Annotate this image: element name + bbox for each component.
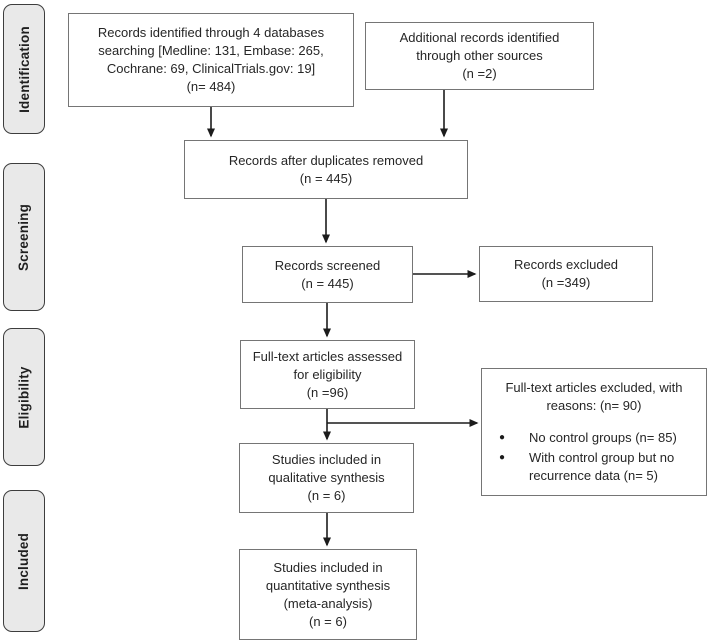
exclusion-reason-list: ● No control groups (n= 85) ● With contr… (482, 429, 706, 485)
box-fulltext-excluded: Full-text articles excluded, with reason… (481, 368, 707, 496)
box-quantitative-synthesis: Studies included in quantitative synthes… (239, 549, 417, 640)
stage-included-label: Included (16, 532, 32, 590)
stage-screening: Screening (3, 163, 45, 311)
box-database-records-text: Records identified through 4 databases s… (97, 25, 325, 94)
box-fulltext-excluded-heading: Full-text articles excluded, with reason… (505, 380, 683, 413)
box-after-duplicates: Records after duplicates removed (n = 44… (184, 140, 468, 199)
bullet-icon: ● (499, 452, 506, 463)
bullet-icon: ● (499, 432, 506, 443)
exclusion-reason-text: No control groups (n= 85) (529, 430, 677, 445)
exclusion-reason-text: With control group but no recurrence dat… (529, 450, 675, 483)
exclusion-reason-item: ● No control groups (n= 85) (482, 429, 706, 447)
box-additional-records-text: Additional records identified through ot… (399, 30, 560, 81)
box-quantitative-synthesis-text: Studies included in quantitative synthes… (265, 559, 391, 629)
box-qualitative-synthesis-text: Studies included in qualitative synthesi… (268, 452, 385, 503)
box-database-records: Records identified through 4 databases s… (68, 13, 354, 107)
box-after-duplicates-text: Records after duplicates removed (n = 44… (228, 152, 424, 186)
box-fulltext-assessed: Full-text articles assessed for eligibil… (240, 340, 415, 409)
stage-identification-label: Identification (16, 25, 32, 113)
stage-screening-label: Screening (16, 203, 32, 271)
box-records-excluded-text: Records excluded (n =349) (513, 257, 619, 290)
box-fulltext-assessed-text: Full-text articles assessed for eligibil… (252, 348, 403, 400)
stage-included: Included (3, 490, 45, 632)
stage-eligibility-label: Eligibility (16, 365, 32, 429)
stage-identification: Identification (3, 4, 45, 134)
exclusion-reason-item: ● With control group but no recurrence d… (482, 449, 706, 485)
box-qualitative-synthesis: Studies included in qualitative synthesi… (239, 443, 414, 513)
box-records-screened-text: Records screened (n = 445) (274, 257, 381, 291)
box-additional-records: Additional records identified through ot… (365, 22, 594, 90)
box-records-excluded: Records excluded (n =349) (479, 246, 653, 302)
stage-eligibility: Eligibility (3, 328, 45, 466)
box-records-screened: Records screened (n = 445) (242, 246, 413, 303)
